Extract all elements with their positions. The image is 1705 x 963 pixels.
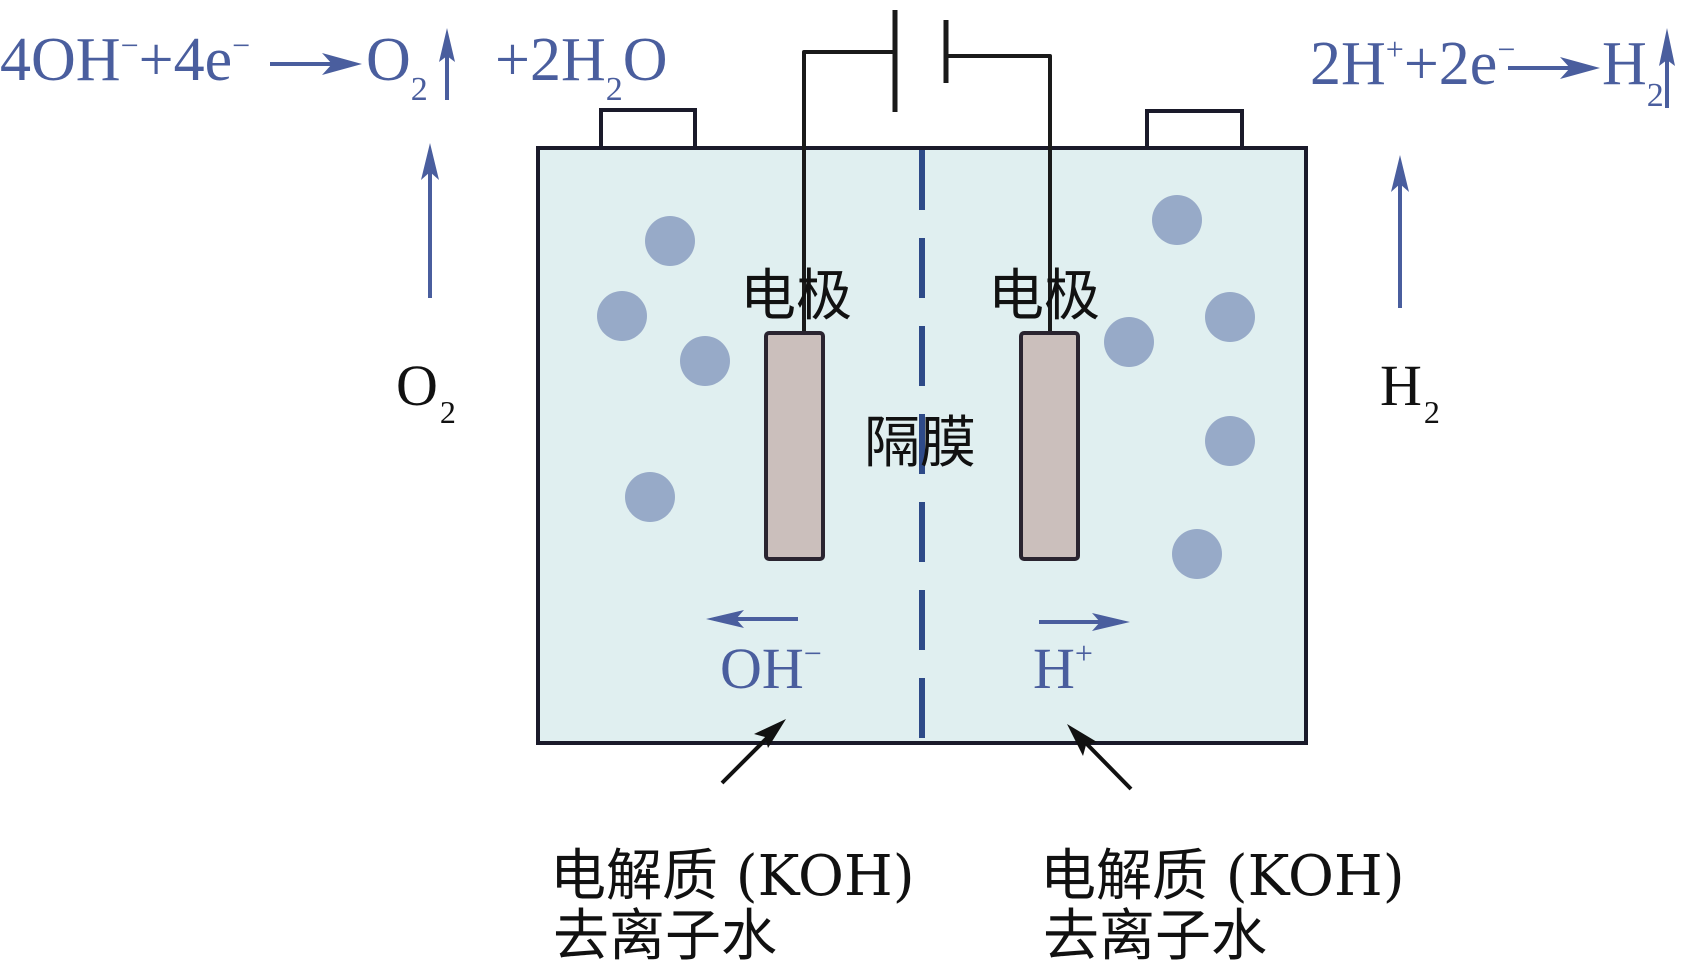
gas-evolution-arrow-icon: [1659, 28, 1675, 66]
oxygen-bubble: [680, 336, 730, 386]
cathode-equation: 2H++2e− H2: [1310, 28, 1675, 114]
hydrogen-bubble: [1152, 195, 1202, 245]
hydrogen-bubble: [1205, 416, 1255, 466]
oxygen-gas-label: O2: [396, 353, 456, 430]
hydrogen-bubble: [1205, 292, 1255, 342]
hydrogen-bubble: [1172, 529, 1222, 579]
left-vent-tab: [599, 108, 697, 150]
oxygen-bubble: [597, 291, 647, 341]
arrowhead-icon: [1391, 155, 1409, 192]
left-electrolyte-label-line2: 去离子水: [553, 904, 777, 963]
pointer-arrowhead-icon: [754, 719, 786, 748]
oxygen-bubble: [645, 216, 695, 266]
oxygen-up-arrow: [421, 143, 439, 298]
reaction-arrowhead-icon: [322, 53, 362, 75]
right-electrolyte-label-line2: 去离子水: [1043, 904, 1267, 963]
svg-text:2H++2e−: 2H++2e−: [1310, 30, 1515, 98]
proton-ion-label: H+: [1033, 635, 1093, 701]
proton-migration-arrow: [1039, 613, 1130, 631]
membrane-label: 隔膜: [864, 411, 976, 476]
svg-text:+2H2O: +2H2O: [495, 26, 668, 108]
right-electrolyte-pointer: [1067, 724, 1133, 791]
reaction-arrowhead-icon: [1560, 57, 1600, 79]
arrow-left-icon: [706, 610, 744, 628]
hydrogen-up-arrow: [1391, 155, 1409, 308]
arrow-right-icon: [1092, 613, 1130, 631]
left-bubbles: [597, 216, 730, 522]
hydroxide-ion-label: OH−: [720, 635, 822, 701]
right-bubbles: [1104, 195, 1255, 579]
right-electrode: [1019, 331, 1080, 561]
svg-text:H2: H2: [1602, 30, 1664, 114]
oxygen-bubble: [625, 472, 675, 522]
right-vent-tab: [1145, 109, 1244, 150]
hydrogen-bubble: [1104, 317, 1154, 367]
left-electrolyte-label-line1: 电解质 (KOH): [550, 844, 915, 909]
left-electrode-label: 电极: [740, 264, 852, 329]
pointer-arrowhead-icon: [1067, 724, 1097, 756]
arrowhead-icon: [421, 143, 439, 180]
hydrogen-gas-label: H2: [1380, 353, 1440, 430]
right-electrode-label: 电极: [988, 264, 1100, 329]
hydroxide-migration-arrow: [706, 610, 798, 628]
svg-text:4OH−+4e−: 4OH−+4e−: [0, 26, 250, 94]
gas-evolution-arrow-icon: [439, 28, 455, 62]
anode-equation: 4OH−+4e− O2 +2H2O: [0, 26, 668, 108]
left-electrode: [764, 331, 825, 561]
svg-text:O2: O2: [366, 26, 428, 108]
anode-reactant: 4OH: [0, 26, 121, 94]
left-electrolyte-pointer: [720, 719, 786, 785]
right-electrolyte-label-line1: 电解质 (KOH): [1040, 844, 1405, 909]
